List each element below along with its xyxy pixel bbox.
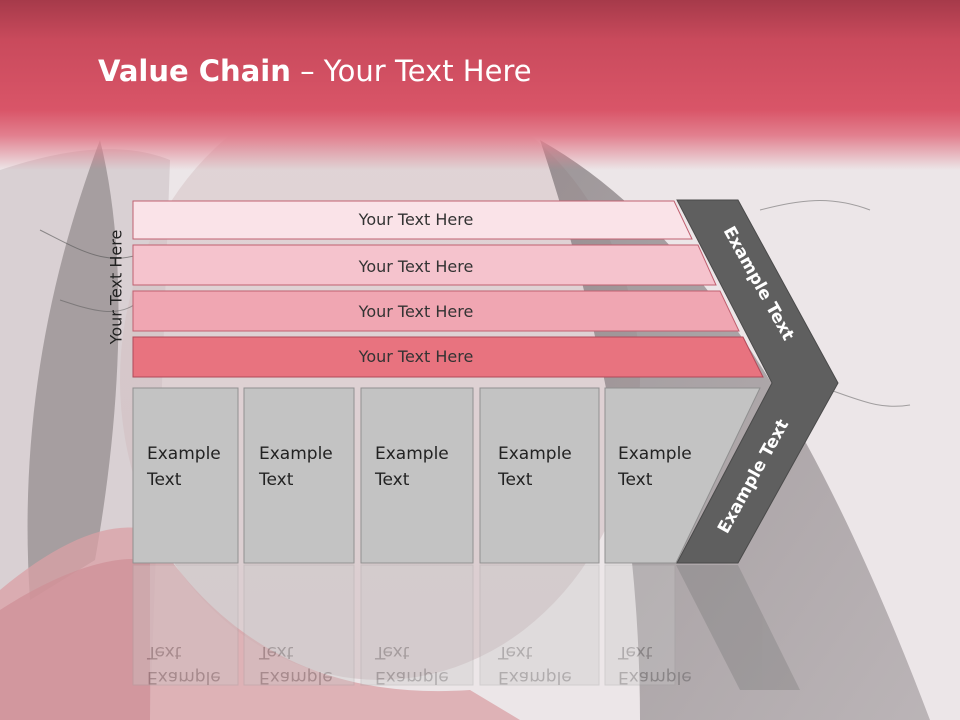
bar-4-label: Your Text Here (358, 347, 474, 366)
box-2 (243, 387, 355, 564)
reflection-text-2: Text (146, 642, 182, 662)
reflection-text-4: Text (258, 642, 294, 662)
bars-group: Your Text Here Your Text Here Your Text … (132, 200, 764, 378)
bar-1-label: Your Text Here (358, 210, 474, 229)
bar-4 (132, 336, 764, 378)
bar-1 (132, 200, 693, 240)
reflection-text-8: Text (497, 642, 533, 662)
box-5 (604, 387, 761, 564)
slide-title-bold: Value Chain (98, 54, 291, 88)
reflection-text-6: Text (374, 642, 410, 662)
box-1-line2: Text (146, 470, 182, 490)
box-5-line2: Text (617, 470, 653, 490)
box-4 (479, 387, 600, 564)
box-1 (132, 387, 239, 564)
reflection-text-1: Example (147, 667, 221, 687)
reflection-text-9: Example (618, 667, 692, 687)
box-4-line1: Example (498, 444, 572, 464)
bar-2-label: Your Text Here (358, 257, 474, 276)
box-5-line1: Example (618, 444, 692, 464)
chevron-arrow (676, 199, 839, 564)
box-4-line2: Text (497, 470, 533, 490)
reflection-text-3: Example (259, 667, 333, 687)
boxes-group: Example Text Example Text Example Text E… (132, 387, 761, 564)
slide-title-rest: – Your Text Here (290, 54, 532, 88)
box-3-line2: Text (374, 470, 410, 490)
reflection-text-7: Example (498, 667, 572, 687)
bar-3 (132, 290, 740, 332)
reflection-group: Example Text Example Text Example Text E… (132, 564, 800, 690)
box-2-line2: Text (258, 470, 294, 490)
header-band (0, 0, 960, 170)
box-3-line1: Example (375, 444, 449, 464)
reflection-text-10: Text (617, 642, 653, 662)
box-2-line1: Example (259, 444, 333, 464)
reflection-text-5: Example (375, 667, 449, 687)
bar-2 (132, 244, 717, 286)
bar-3-label: Your Text Here (358, 302, 474, 321)
box-1-line1: Example (147, 444, 221, 464)
box-3 (360, 387, 474, 564)
slide-title: Value Chain – Your Text Here (98, 54, 532, 88)
